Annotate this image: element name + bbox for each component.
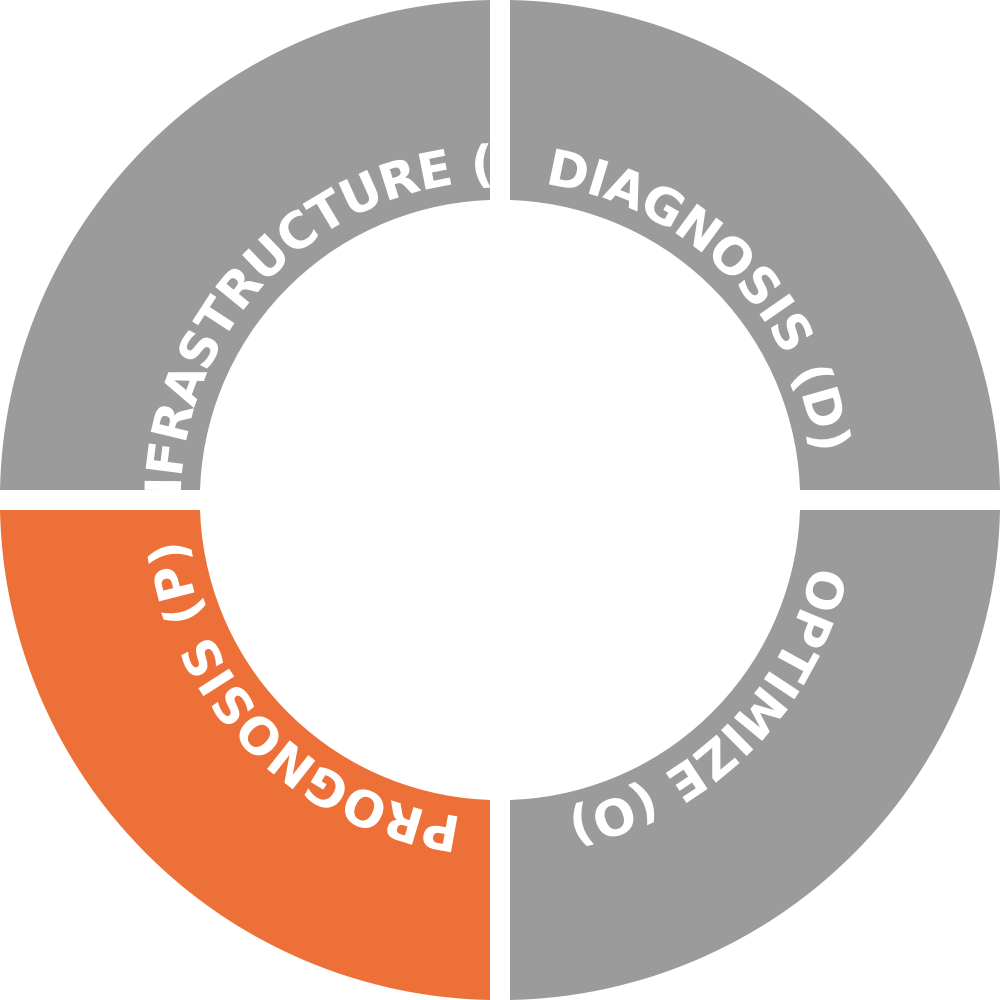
segment-diagnosis-shape <box>510 0 1000 490</box>
segment-prognosis: PROGNOSIS (P) <box>0 510 490 1000</box>
segment-diagnosis: DIAGNOSIS (D) <box>510 0 1000 490</box>
segment-infrastructure-shape <box>0 0 490 490</box>
segment-prognosis-shape <box>0 510 490 1000</box>
segment-infrastructure: INFRASTRUCTURE (I) <box>0 0 495 519</box>
segment-optimize-shape <box>510 510 1000 1000</box>
segment-optimize: OPTIMIZE (O) <box>510 510 1000 1000</box>
